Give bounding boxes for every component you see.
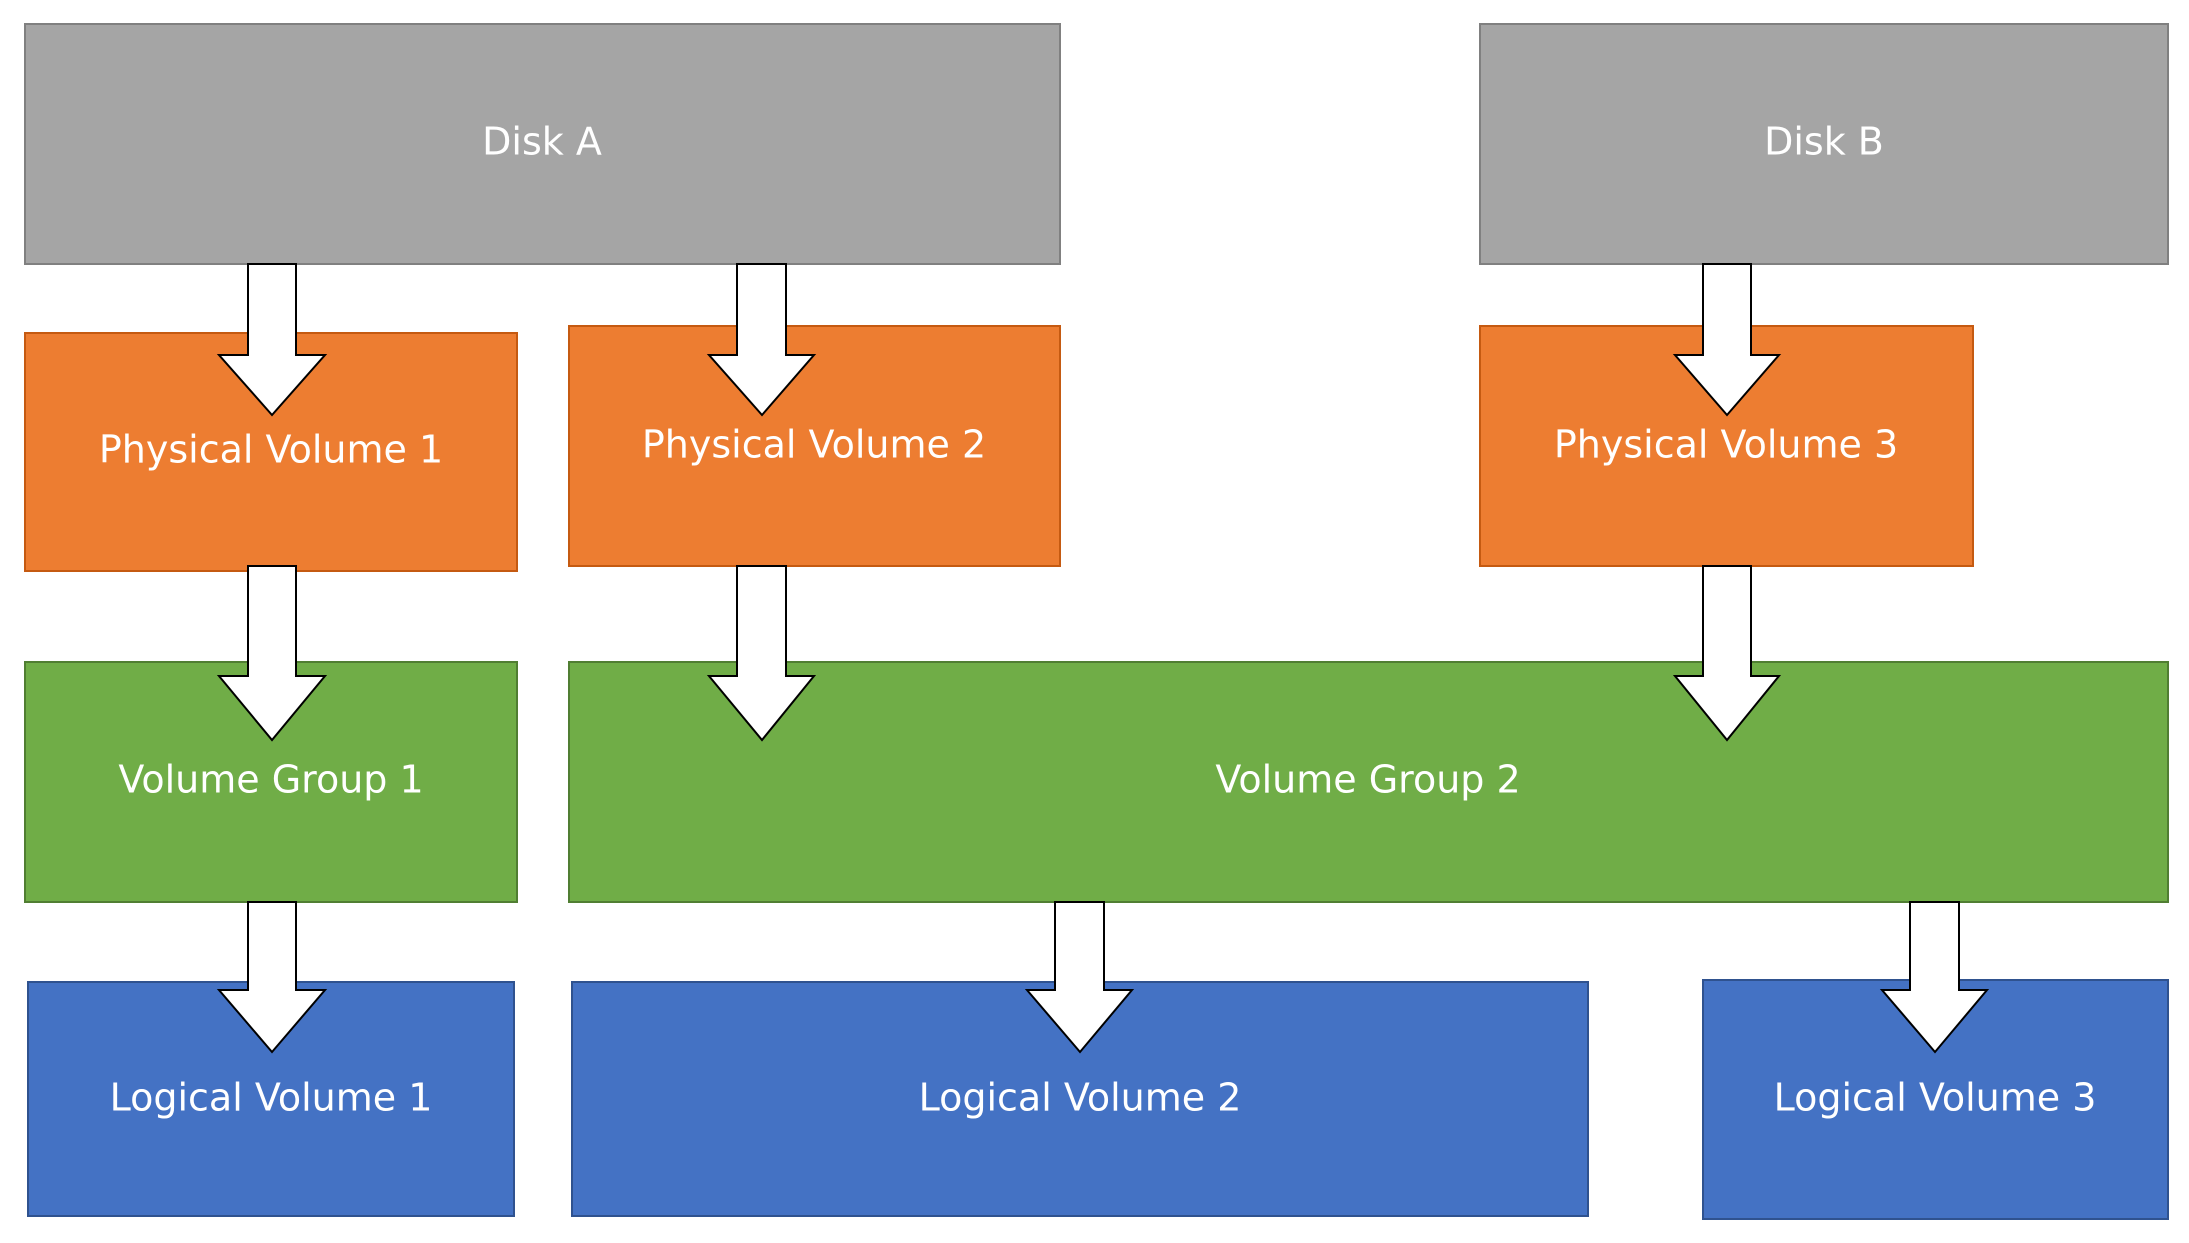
arrow-vg1-to-lv1 [216,901,328,1054]
arrow-disk-b-to-pv3 [1672,263,1782,417]
arrow-disk-a-to-pv2 [706,263,817,417]
volume-group-2-label: Volume Group 2 [1215,758,1520,802]
disk-b-label: Disk B [1764,120,1884,164]
physical-volume-2-box: Physical Volume 2 [568,325,1061,567]
logical-volume-1-box: Logical Volume 1 [27,981,515,1217]
arrow-pv2-to-vg2 [706,565,817,742]
arrow-vg2-to-lv2 [1024,901,1135,1054]
physical-volume-3-label: Physical Volume 3 [1554,423,1898,467]
disk-b-box: Disk B [1479,23,2169,265]
physical-volume-2-rect [568,325,1061,567]
arrow-pv3-to-vg2 [1672,565,1782,742]
arrow-vg2-to-lv3 [1879,901,1990,1054]
arrow-disk-a-to-pv1 [216,263,328,417]
logical-volume-2-label: Logical Volume 2 [919,1076,1242,1120]
volume-group-2-rect [568,661,2169,903]
arrow-pv1-to-vg1 [216,565,328,742]
disk-a-rect [24,23,1061,265]
physical-volume-1-label: Physical Volume 1 [99,428,443,472]
physical-volume-2-label: Physical Volume 2 [642,423,986,467]
volume-group-1-label: Volume Group 1 [118,758,423,802]
logical-volume-3-box: Logical Volume 3 [1702,979,2169,1220]
disk-a-label: Disk A [482,120,602,164]
disk-b-rect [1479,23,2169,265]
volume-group-2-box: Volume Group 2 [568,661,2169,903]
logical-volume-1-label: Logical Volume 1 [110,1076,433,1120]
disk-a-box: Disk A [24,23,1061,265]
arrows [216,263,1990,1054]
logical-volume-3-label: Logical Volume 3 [1774,1076,2097,1120]
